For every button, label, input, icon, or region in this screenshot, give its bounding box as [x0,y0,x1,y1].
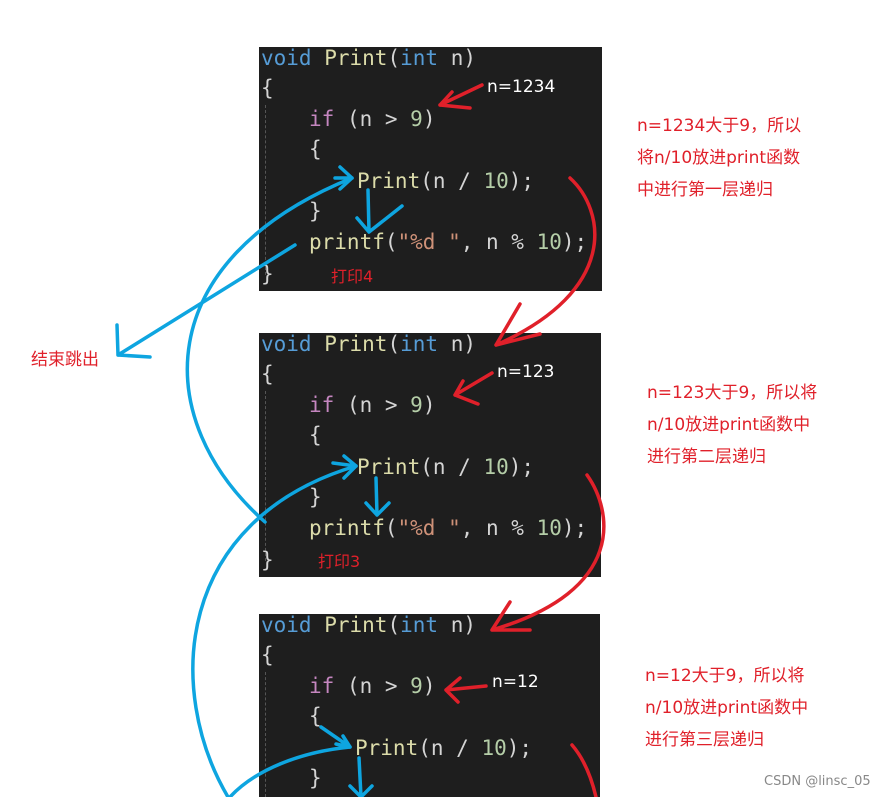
red-curve-2-to-3 [490,473,606,632]
if-statement: if (n > 9) [309,393,436,417]
inner-brace-open: { [309,423,322,447]
brace-close: } [261,262,274,286]
inner-brace-close: } [309,766,322,790]
brace-open: { [261,362,274,386]
blue-arrow-call-3 [319,725,352,749]
blue-curve-3-to-3-call [228,745,352,797]
indent-guide [265,105,266,275]
brace-open: { [261,76,274,100]
red-curve-1-to-2 [494,176,597,347]
brace-close: } [261,548,274,572]
print-label-2: 打印3 [318,552,361,571]
printf-call: printf("%d ", n % 10); [309,516,588,540]
watermark: CSDN @linsc_05 [764,774,871,789]
red-arrow-n-123 [453,371,494,406]
if-statement: if (n > 9) [309,674,436,698]
function-signature: void Print(int n) [261,333,476,356]
blue-arrow-down-1 [355,188,404,234]
inner-brace-close: } [309,485,322,509]
function-signature: void Print(int n) [261,47,476,70]
inner-brace-open: { [309,704,322,728]
red-arrow-n-12 [444,676,488,704]
recursive-call: Print(n / 10); [357,455,535,479]
blue-curve-2-to-1 [185,176,354,524]
red-line-3-out [570,743,598,797]
function-signature: void Print(int n) [261,614,476,637]
indent-guide [265,391,266,561]
if-statement: if (n > 9) [309,107,436,131]
n-value-label-3: n=12 [492,672,539,692]
end-label: 结束跳出 [31,350,99,370]
printf-call: printf("%d ", n % 10); [309,230,588,254]
blue-curve-3-to-2 [191,464,358,797]
note-3: n=12大于9，所以将 n/10放进print函数中 进行第三层递归 [645,666,809,750]
brace-open: { [261,643,274,667]
n-value-label-1: n=1234 [487,77,556,97]
blue-arrow-down-3 [348,756,374,797]
code-block-3: void Print(int n) { if (n > 9) { Print(n… [259,614,600,797]
recursive-call: Print(n / 10); [355,736,533,760]
indent-guide [265,672,266,797]
code-block-2: void Print(int n) { if (n > 9) { Print(n… [259,333,601,577]
n-value-label-2: n=123 [497,362,555,382]
code-block-1: void Print(int n) { if (n > 9) { Print(n… [259,47,602,291]
blue-arrow-down-2 [364,476,391,517]
print-label-1: 打印4 [331,267,374,286]
inner-brace-open: { [309,137,322,161]
note-1: n=1234大于9，所以 将n/10放进print函数 中进行第一层递归 [637,116,802,200]
note-2: n=123大于9，所以将 n/10放进print函数中 进行第二层递归 [647,383,818,467]
blue-exit-arrow [115,243,297,359]
red-arrow-n-1234 [438,83,484,110]
inner-brace-close: } [309,199,322,223]
